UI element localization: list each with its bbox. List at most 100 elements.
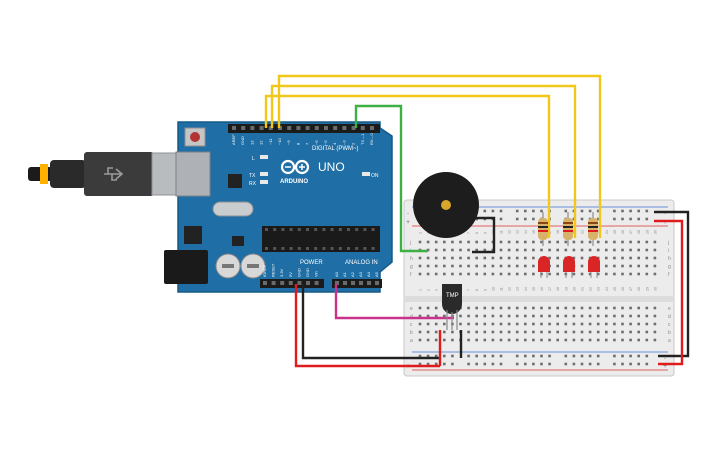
rail-hole[interactable] — [629, 354, 632, 358]
power-pin-hole[interactable] — [263, 281, 267, 285]
rail-hole[interactable] — [524, 362, 527, 366]
breadboard-hole[interactable] — [605, 272, 608, 276]
breadboard-hole[interactable] — [540, 338, 543, 342]
rail-hole[interactable] — [532, 209, 535, 213]
breadboard-hole[interactable] — [532, 314, 535, 318]
breadboard-hole[interactable] — [548, 240, 551, 244]
breadboard-hole[interactable] — [434, 306, 438, 310]
breadboard-hole[interactable] — [515, 240, 519, 244]
rail-hole[interactable] — [613, 354, 616, 358]
digital-pin-hole[interactable] — [305, 126, 310, 130]
breadboard-hole[interactable] — [507, 256, 511, 260]
breadboard-hole[interactable] — [491, 314, 495, 318]
led-1[interactable] — [538, 256, 550, 278]
rail-hole[interactable] — [596, 209, 600, 213]
breadboard-hole[interactable] — [426, 240, 430, 244]
breadboard-hole[interactable] — [443, 314, 446, 318]
breadboard-hole[interactable] — [467, 256, 470, 260]
breadboard[interactable]: 1122334455667788991010111112121313141415… — [403, 199, 675, 377]
breadboard-hole[interactable] — [613, 306, 616, 310]
breadboard-hole[interactable] — [588, 240, 592, 244]
breadboard-hole[interactable] — [637, 306, 640, 310]
digital-pin-hole[interactable] — [333, 126, 338, 130]
breadboard-hole[interactable] — [483, 314, 487, 318]
breadboard-hole[interactable] — [443, 272, 446, 276]
breadboard-hole[interactable] — [475, 306, 478, 310]
breadboard-hole[interactable] — [556, 240, 559, 244]
rail-hole[interactable] — [637, 209, 640, 213]
digital-pin-hole[interactable] — [250, 126, 255, 130]
breadboard-hole[interactable] — [564, 322, 568, 326]
analog-pin-hole[interactable] — [343, 281, 347, 285]
rail-hole[interactable] — [596, 354, 600, 358]
rail-hole[interactable] — [467, 354, 470, 358]
breadboard-hole[interactable] — [613, 338, 616, 342]
breadboard-hole[interactable] — [637, 248, 640, 252]
breadboard-hole[interactable] — [621, 322, 624, 326]
breadboard-hole[interactable] — [605, 322, 608, 326]
breadboard-hole[interactable] — [605, 330, 608, 334]
breadboard-hole[interactable] — [653, 330, 657, 334]
rail-hole[interactable] — [580, 209, 584, 213]
breadboard-hole[interactable] — [653, 272, 657, 276]
wire-black-gnd[interactable] — [301, 284, 440, 360]
breadboard-hole[interactable] — [645, 264, 649, 268]
breadboard-hole[interactable] — [524, 330, 527, 334]
breadboard-hole[interactable] — [645, 306, 649, 310]
breadboard-hole[interactable] — [588, 322, 592, 326]
breadboard-hole[interactable] — [596, 306, 600, 310]
breadboard-hole[interactable] — [499, 338, 503, 342]
breadboard-hole[interactable] — [434, 240, 438, 244]
wire-yellow-led3[interactable] — [277, 74, 602, 238]
breadboard-hole[interactable] — [443, 322, 446, 326]
analog-pin-hole[interactable] — [335, 281, 339, 285]
resistor-3[interactable] — [588, 212, 598, 246]
breadboard-hole[interactable] — [572, 256, 576, 260]
rail-hole[interactable] — [418, 362, 422, 366]
breadboard-hole[interactable] — [645, 248, 649, 252]
breadboard-hole[interactable] — [532, 322, 535, 326]
breadboard-hole[interactable] — [475, 330, 478, 334]
led-2[interactable] — [563, 256, 575, 278]
breadboard-hole[interactable] — [532, 330, 535, 334]
breadboard-hole[interactable] — [556, 306, 559, 310]
breadboard-hole[interactable] — [524, 338, 527, 342]
breadboard-hole[interactable] — [451, 240, 454, 244]
breadboard-hole[interactable] — [451, 256, 454, 260]
breadboard-hole[interactable] — [621, 338, 624, 342]
breadboard-hole[interactable] — [572, 306, 576, 310]
rail-hole[interactable] — [621, 217, 624, 221]
breadboard-hole[interactable] — [459, 240, 462, 244]
breadboard-hole[interactable] — [564, 248, 568, 252]
breadboard-hole[interactable] — [564, 314, 568, 318]
breadboard-hole[interactable] — [515, 272, 519, 276]
breadboard-hole[interactable] — [621, 264, 624, 268]
rail-hole[interactable] — [491, 354, 495, 358]
rail-hole[interactable] — [613, 209, 616, 213]
rail-hole[interactable] — [491, 209, 495, 213]
rail-hole[interactable] — [645, 217, 649, 221]
rail-hole[interactable] — [588, 354, 592, 358]
breadboard-hole[interactable] — [645, 322, 649, 326]
breadboard-hole[interactable] — [507, 338, 511, 342]
breadboard-hole[interactable] — [434, 338, 438, 342]
breadboard-hole[interactable] — [596, 330, 600, 334]
breadboard-hole[interactable] — [629, 256, 632, 260]
breadboard-hole[interactable] — [459, 314, 462, 318]
temperature-sensor[interactable]: TMP — [442, 284, 462, 330]
power-pin-hole[interactable] — [314, 281, 319, 285]
breadboard-hole[interactable] — [548, 330, 551, 334]
breadboard-hole[interactable] — [524, 272, 527, 276]
breadboard-hole[interactable] — [637, 338, 640, 342]
led-3[interactable] — [588, 256, 600, 278]
breadboard-hole[interactable] — [621, 314, 624, 318]
wire-yellow-led2[interactable] — [270, 84, 577, 238]
digital-pin-hole[interactable] — [296, 126, 301, 130]
breadboard-hole[interactable] — [467, 264, 470, 268]
breadboard-hole[interactable] — [451, 248, 454, 252]
breadboard-hole[interactable] — [629, 322, 632, 326]
breadboard-hole[interactable] — [540, 248, 543, 252]
breadboard-hole[interactable] — [475, 240, 478, 244]
breadboard-hole[interactable] — [613, 314, 616, 318]
